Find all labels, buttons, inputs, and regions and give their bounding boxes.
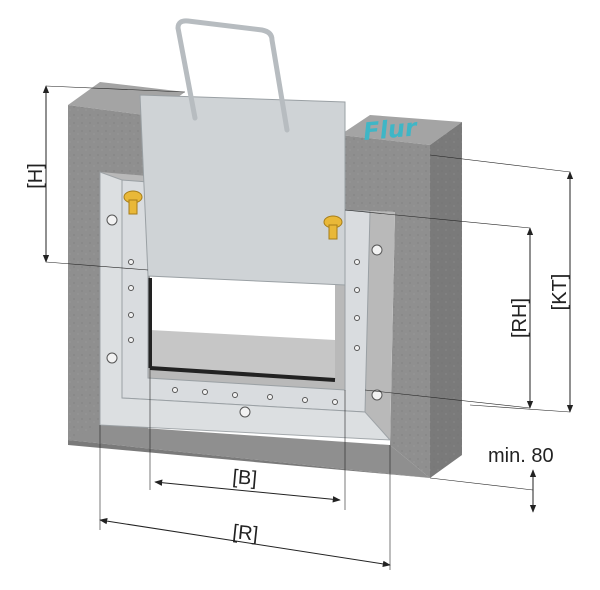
floor-label: Flur <box>362 113 420 146</box>
dim-h-label: [H] <box>25 163 47 189</box>
concrete-top-right <box>340 115 462 145</box>
dim-min <box>429 469 537 513</box>
concrete-bottom-front <box>68 425 430 478</box>
frame-bolts <box>106 214 383 418</box>
dim-b <box>149 368 346 510</box>
dim-h <box>42 85 186 271</box>
dim-min-label: min. 80 <box>488 445 554 467</box>
dim-kt <box>429 154 574 413</box>
dim-r <box>99 425 391 570</box>
dim-r-label: [R] <box>231 521 259 546</box>
dim-b-label: [B] <box>232 466 258 490</box>
wing-nut-left[interactable] <box>123 190 143 215</box>
dim-rh <box>344 209 534 409</box>
gate-plate <box>139 94 346 286</box>
dim-rh-label: [RH] <box>509 298 531 338</box>
gate-handle[interactable] <box>175 18 290 133</box>
dim-kt-label: [KT] <box>549 274 571 311</box>
wing-nut-right[interactable] <box>323 215 343 240</box>
